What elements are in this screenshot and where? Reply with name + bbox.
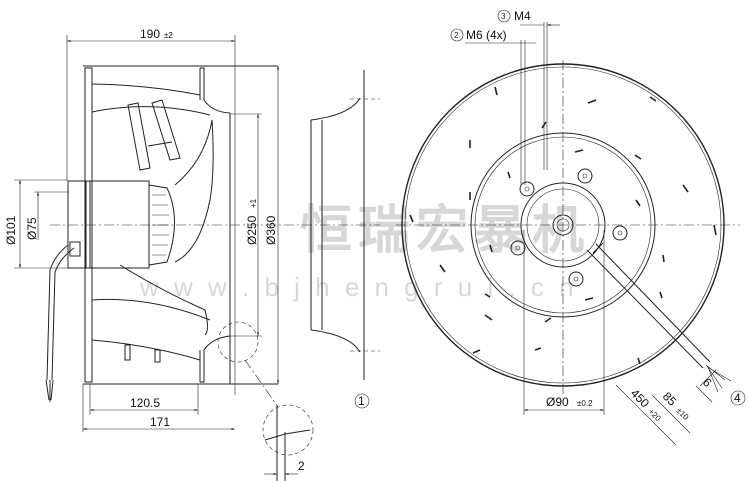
- impeller-side: [83, 65, 278, 385]
- dim-bolt-circle: Ø90: [546, 395, 569, 409]
- inlet-ring-callout: 1: [358, 394, 365, 408]
- dim-inlet-tol: +1: [249, 198, 258, 208]
- dim-overall-length-tol: ±2: [164, 31, 173, 40]
- mounting-holes: [510, 168, 628, 287]
- m4-callout: 3: [501, 12, 506, 21]
- dim-impeller-diameter: Ø360: [264, 215, 278, 245]
- dim-motor-outer: Ø101: [4, 215, 18, 245]
- dim-detail-gap: 2: [298, 459, 305, 473]
- m4-label: M4: [514, 9, 531, 23]
- dim-120-5: 120.5: [130, 396, 160, 410]
- side-view: 190 ±2: [4, 27, 380, 481]
- m6-label: M6 (4x): [466, 28, 507, 42]
- inlet-ring: 1: [310, 70, 380, 409]
- dim-inlet-diameter: Ø250: [245, 215, 259, 245]
- m6-callout: 2: [454, 31, 459, 40]
- dim-bolt-circle-tol: ±0.2: [577, 399, 593, 408]
- cable-callout: 4: [734, 391, 741, 405]
- motor-side: [45, 180, 175, 402]
- dim-171: 171: [150, 415, 170, 429]
- dim-motor-inner: Ø75: [25, 217, 39, 240]
- detail-view: 2: [217, 321, 314, 481]
- dim-cable-450-tol: +20: [647, 407, 663, 423]
- dim-cable-6: 6: [700, 375, 715, 390]
- dim-overall-length: 190: [140, 27, 160, 41]
- watermark-url: w w w . b j h e n g r u i . c n: [139, 272, 578, 302]
- blade-marks: [409, 86, 717, 365]
- dim-cable-450: 450: [628, 386, 652, 410]
- watermark-cn: 恒瑞宏暴机: [300, 201, 590, 261]
